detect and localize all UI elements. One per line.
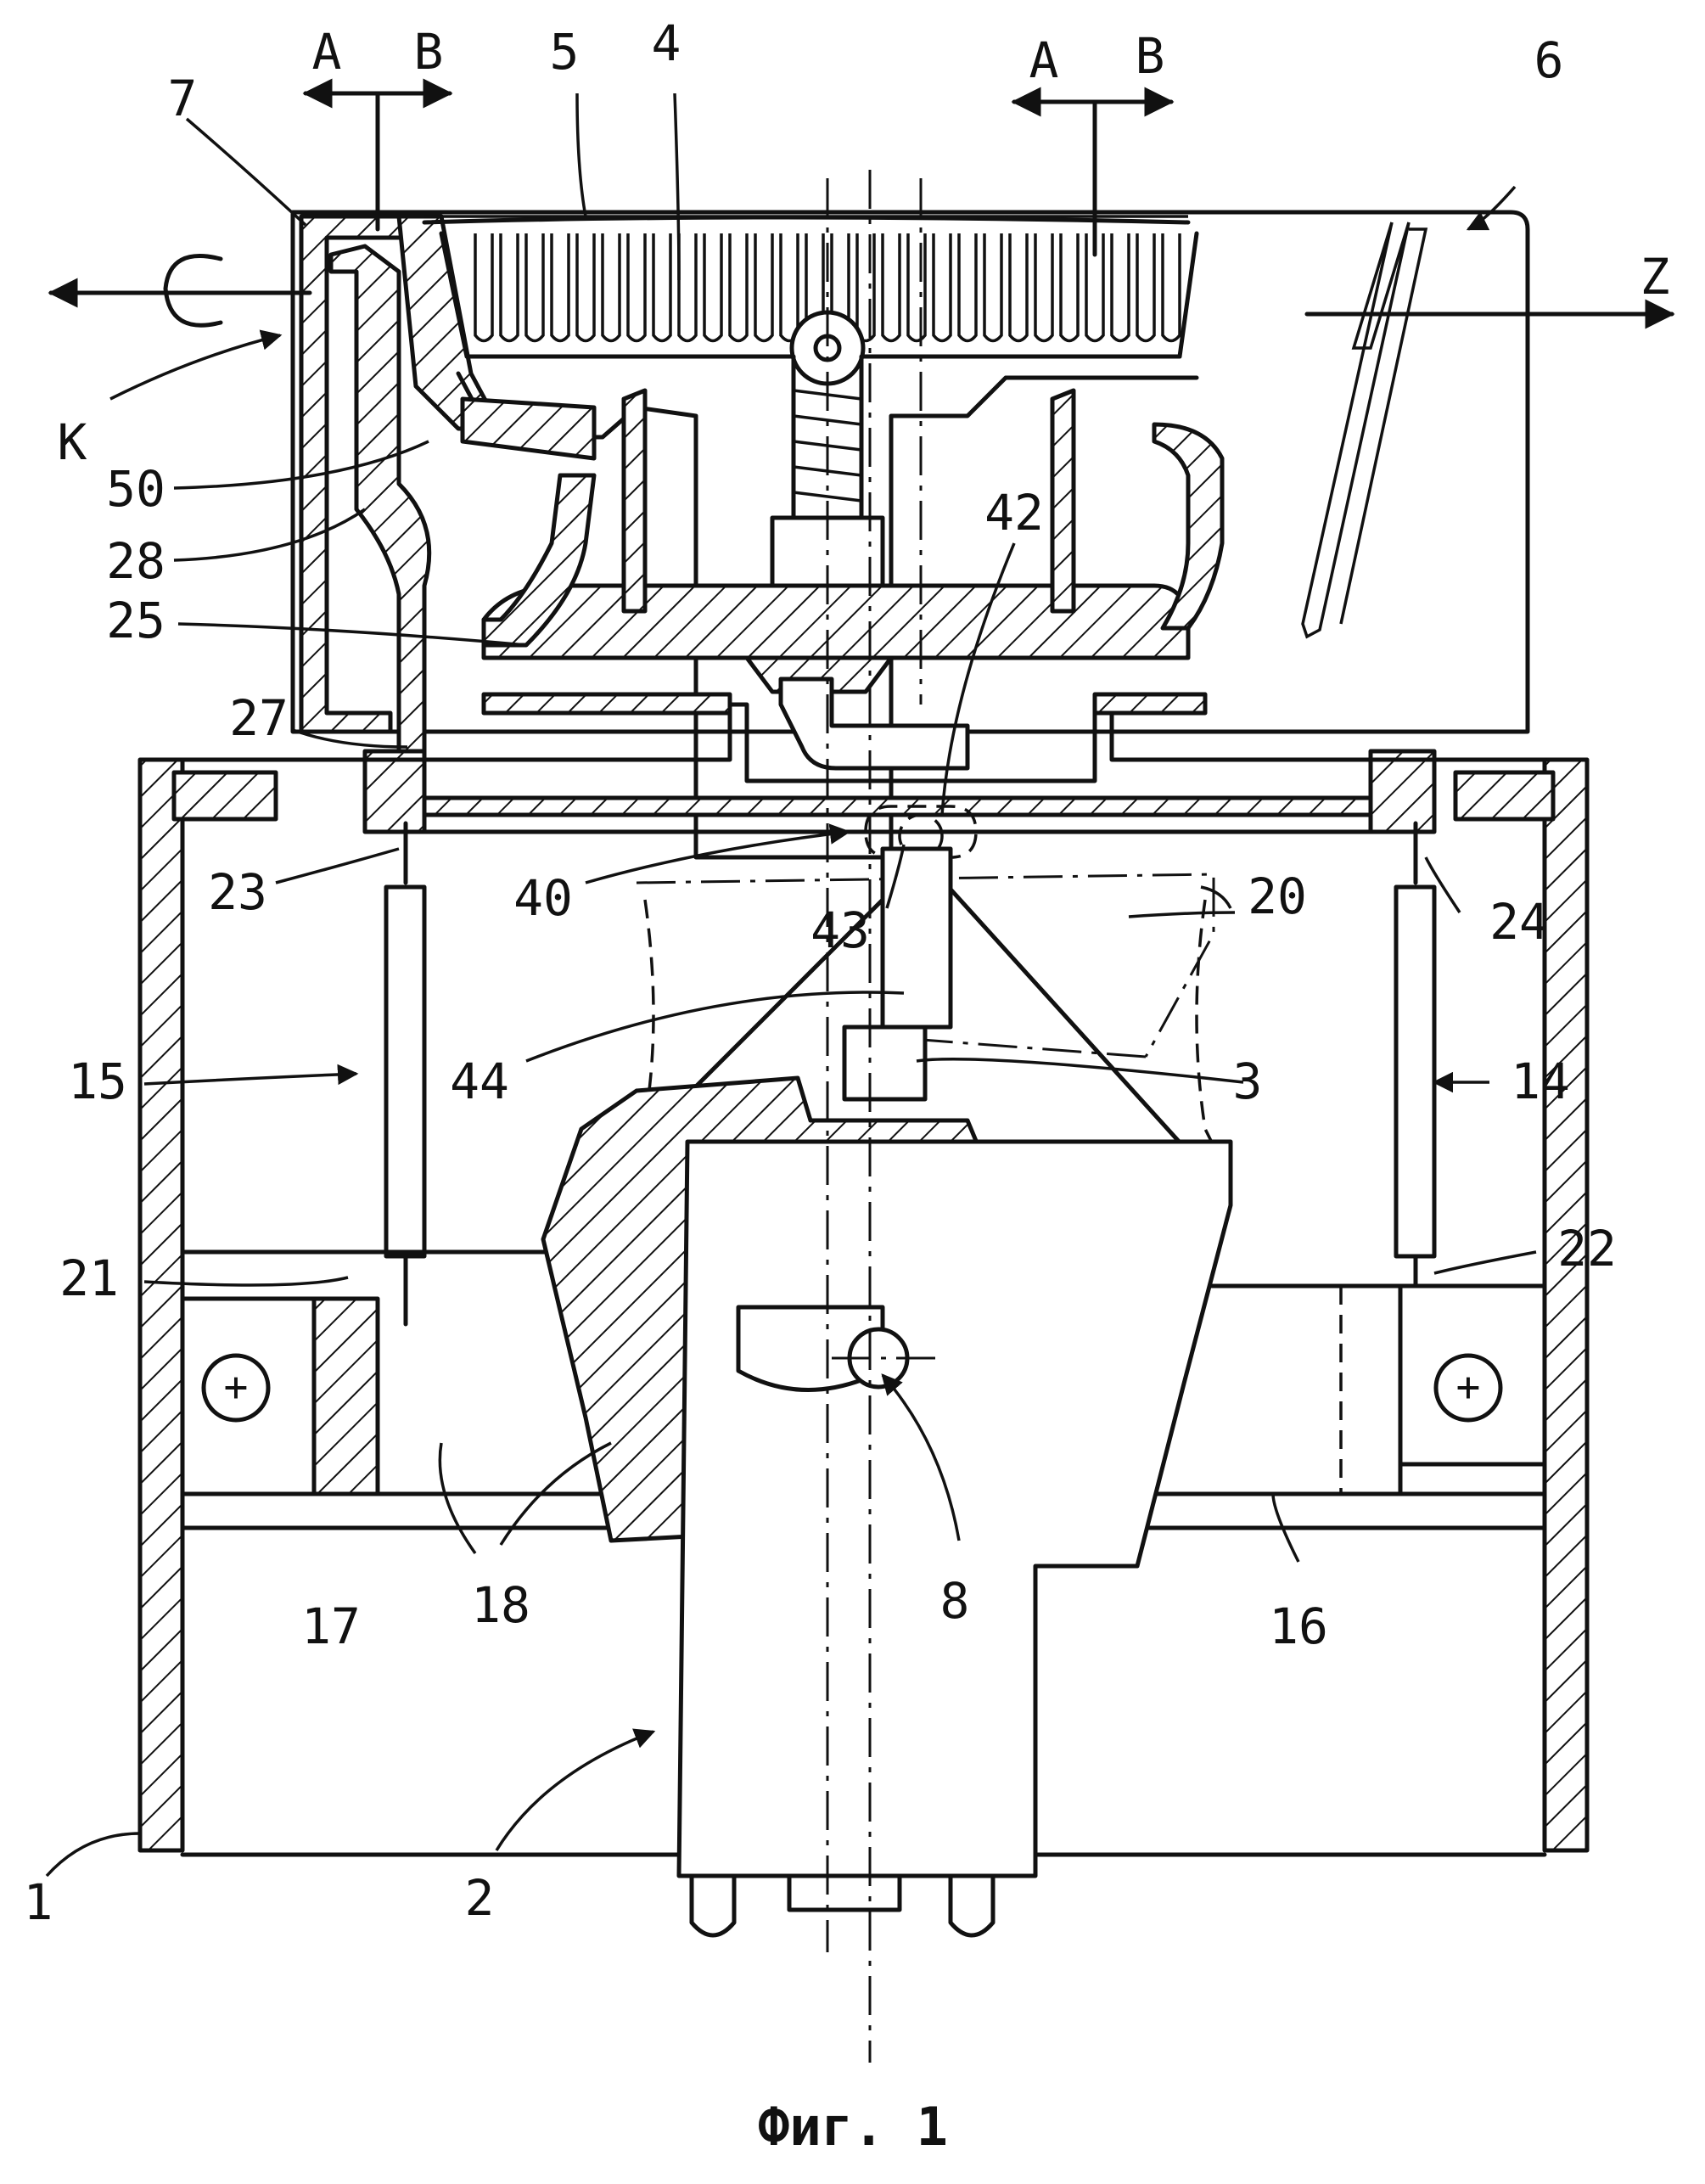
label-22: 22 <box>1557 1220 1617 1277</box>
shaving-head <box>293 212 1528 755</box>
label-50: 50 <box>106 460 165 518</box>
label-44: 44 <box>450 1053 509 1110</box>
label-8: 8 <box>940 1572 970 1630</box>
figure-caption: Фиг. 1 <box>758 2096 948 2158</box>
label-5: 5 <box>550 23 580 81</box>
label-27: 27 <box>229 689 289 747</box>
label-23: 23 <box>208 863 267 921</box>
label-1: 1 <box>24 1873 53 1931</box>
label-25: 25 <box>106 592 165 649</box>
label-20: 20 <box>1248 867 1307 925</box>
label-4: 4 <box>652 14 681 72</box>
label-18: 18 <box>471 1576 530 1634</box>
svg-text:+: + <box>224 1363 249 1411</box>
label-A1: A <box>312 23 342 81</box>
label-40: 40 <box>513 869 573 927</box>
label-7: 7 <box>168 70 198 127</box>
label-6: 6 <box>1534 31 1564 89</box>
label-14: 14 <box>1511 1053 1570 1110</box>
label-28: 28 <box>106 532 165 590</box>
label-3: 3 <box>1233 1053 1263 1110</box>
label-42: 42 <box>984 484 1044 542</box>
label-B2: B <box>1136 27 1165 85</box>
label-A2: A <box>1029 31 1059 89</box>
label-K: K <box>58 413 87 471</box>
label-B1: B <box>414 23 444 81</box>
label-24: 24 <box>1489 893 1549 951</box>
motor <box>543 849 1231 1935</box>
label-16: 16 <box>1269 1597 1328 1655</box>
label-21: 21 <box>59 1249 119 1307</box>
svg-text:+: + <box>1456 1363 1481 1411</box>
label-15: 15 <box>68 1053 127 1110</box>
label-43: 43 <box>810 901 870 959</box>
label-17: 17 <box>301 1597 361 1655</box>
label-2: 2 <box>465 1869 495 1927</box>
label-Z: Z <box>1641 248 1670 306</box>
